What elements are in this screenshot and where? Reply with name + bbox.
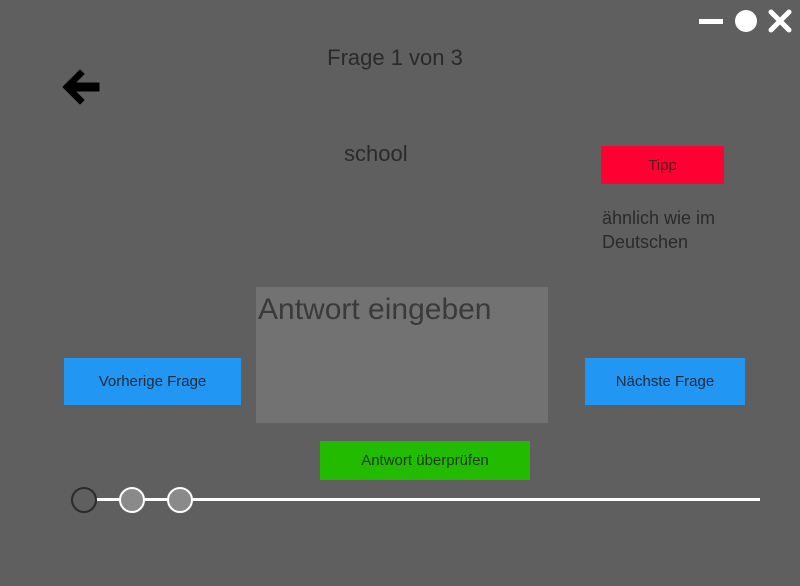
progress-dot-1[interactable] [71,487,97,513]
hint-text: ähnlich wie im Deutschen [602,208,716,252]
question-word: school [344,141,408,166]
previous-question-button[interactable]: Vorherige Frage [64,358,241,405]
progress-track [80,498,760,501]
progress-dot-2[interactable] [119,487,145,513]
circle-icon[interactable] [734,9,758,33]
progress-dot-3[interactable] [167,487,193,513]
minimize-icon[interactable] [698,8,724,34]
close-icon[interactable] [768,9,792,33]
next-question-button[interactable]: Nächste Frage [585,358,745,405]
arrow-left-icon[interactable] [60,66,102,108]
check-answer-button[interactable]: Antwort überprüfen [320,441,530,480]
answer-input[interactable] [256,287,548,423]
window-controls [698,8,792,34]
question-counter: Frage 1 von 3 [327,45,463,70]
hint-button[interactable]: Tipp [601,146,724,184]
